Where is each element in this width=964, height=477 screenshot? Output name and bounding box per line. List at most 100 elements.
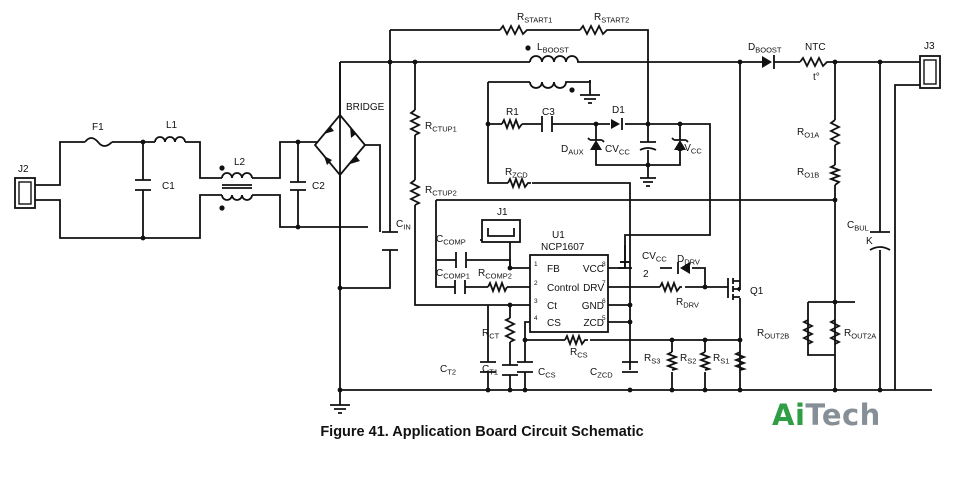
j1-label: J1 [497,207,508,218]
c2-capacitor [290,181,306,191]
c3-capacitor [541,116,553,132]
rs1-resistor [733,351,748,371]
ddrv-diode [677,262,690,274]
ct1-capacitor [502,364,518,376]
rs2-resistor [698,351,713,371]
dboost-diode [762,55,775,69]
ic-pin-name: VCC [583,264,604,275]
rctup1-label: RCTUP1 [425,121,457,134]
c1-label: C1 [162,181,175,192]
wires [35,29,932,414]
l2-common-mode-choke [221,172,253,201]
aitech-logo: AiTech [772,398,881,432]
ic-pin-number: 5 [602,315,606,322]
daux-label: DAUX [561,144,584,157]
l2-dot-top [219,165,225,171]
l2-label: L2 [234,157,246,168]
ic-pin-number: 6 [602,298,606,305]
ccomp-label: CCOMP [436,234,466,247]
daux-zener [587,137,605,150]
c3-label: C3 [542,107,555,118]
czcd-capacitor [622,361,638,373]
bridge-label: BRIDGE [346,102,385,113]
rstart2-resistor [579,23,610,37]
rout2b-label: ROUT2B [757,328,789,341]
ic-pin-number: 1 [534,261,538,268]
ic-pin-name: Control [547,283,579,294]
rs3-resistor [665,351,680,371]
ro1a-resistor [828,119,842,146]
ic-pin-name: DRV [583,283,604,294]
ntc-thermistor [799,55,830,69]
components [14,23,941,393]
logo-part1: Ai [772,398,806,432]
ro1b-resistor [828,164,842,186]
rs3-label: RS3 [644,353,660,366]
rout2b-resistor [801,319,815,345]
cin-label: CIN [396,219,411,232]
f1-fuse [84,137,113,147]
cvcc2-capacitor [618,261,632,269]
rctup2-label: RCTUP2 [425,185,457,198]
ccomp1-capacitor [454,280,466,294]
cbul_k-label: K [866,236,873,247]
dboost-label: DBOOST [748,42,782,55]
rzcd-label: RZCD [505,167,528,180]
l1-label: L1 [166,120,178,131]
rstart2-label: RSTART2 [594,12,629,25]
c1-capacitor [135,179,151,191]
ic-pin-number: 7 [602,280,606,287]
rcomp2-resistor [487,280,508,294]
ro1b-label: RO1B [797,167,819,180]
ic-pin-name: CS [547,318,561,329]
ccomp1-label: CCOMP1 [436,268,470,281]
ro1a-label: RO1A [797,127,819,140]
cvcc2-label: CVCC [642,251,667,264]
rcomp2-label: RCOMP2 [478,268,512,281]
ct2-label: CT2 [440,364,456,377]
rct-resistor [503,317,517,343]
cin-capacitor [382,231,398,251]
rdrv-resistor [659,280,682,294]
ccomp-capacitor [455,252,467,268]
ic-pin-number: 3 [534,298,538,305]
figure-caption: Figure 41. Application Board Circuit Sch… [320,424,644,440]
dvcc-zener [671,137,689,150]
cvcc2_n-label: 2 [643,269,649,280]
j3-connector [919,55,941,89]
lboost-dot-bottom [569,87,575,93]
rctup1-resistor [408,109,422,136]
bridge-rectifier [313,113,367,177]
r1-resistor [501,117,523,131]
ic-pin-name: FB [547,264,560,275]
ct2-capacitor [480,361,496,373]
rcs-label: RCS [570,347,588,360]
cvcc-capacitor [639,141,657,151]
ct1-label: CT1 [482,364,498,377]
d1-diode [611,118,623,130]
ccs-label: CCS [538,367,556,380]
ic-pin-name: ZCD [583,318,604,329]
circuit-schematic: U1 NCP1607 1FB2Control3Ct4CS8VCC7DRV6GND… [14,12,941,414]
rzcd-resistor [507,176,531,190]
lboost-inductor [529,55,580,63]
ntc_t-label: t° [813,72,820,83]
rstart1-label: RSTART1 [517,12,552,25]
c2-label: C2 [312,181,325,192]
rctup2-resistor [408,179,422,206]
ic-pin-name: Ct [547,301,557,312]
r1-label: R1 [506,107,519,118]
cvcc_top-label: CVCC [605,144,630,157]
j2-connector [14,177,36,209]
ic-ref-label: U1 [552,230,565,241]
ccs-capacitor [517,361,533,373]
j2-label: J2 [18,164,29,175]
f1-label: F1 [92,122,104,133]
q1-label: Q1 [750,286,764,297]
j3-label: J3 [924,41,935,52]
rs2-label: RS2 [680,353,696,366]
ic-part-label: NCP1607 [541,242,585,253]
rout2a-resistor [828,319,842,345]
ic-pin-name: GND [582,301,604,312]
